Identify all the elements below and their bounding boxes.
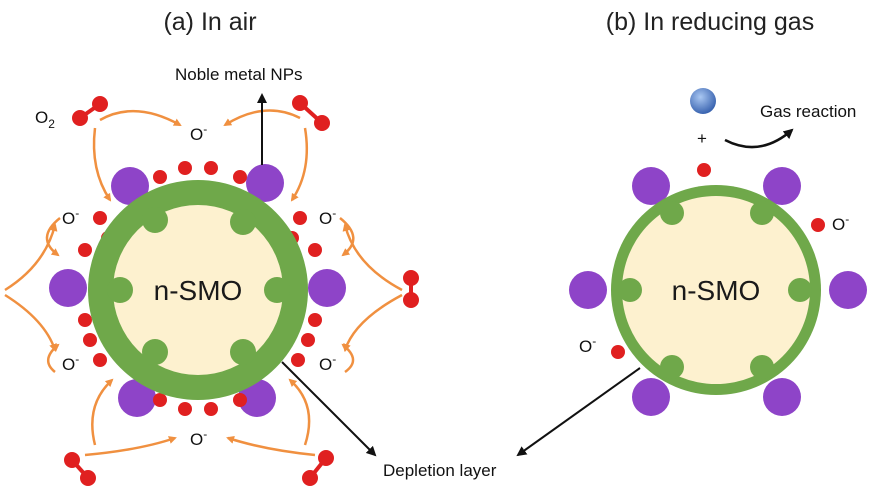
panel-b-title: (b) In reducing gas <box>606 8 814 36</box>
oxygen-ion-label-b: O- <box>832 212 849 234</box>
noble-metal-label: Noble metal NPs <box>175 65 303 84</box>
o2-molecules: O2 <box>35 95 419 486</box>
o2-label: O2 <box>35 108 55 131</box>
oxygen-ion-label-b: O- <box>579 334 596 356</box>
semiconductor-core-b <box>622 196 810 384</box>
depletion-annotation: Depletion layer <box>281 361 641 480</box>
gas-molecule <box>690 88 716 114</box>
noble-metal-particle <box>111 167 149 205</box>
svg-text:O-: O- <box>62 206 79 228</box>
gas-reaction: + Gas reaction <box>690 88 856 149</box>
noble-metal-annotation: Noble metal NPs <box>175 65 303 165</box>
svg-text:O-: O- <box>190 122 207 144</box>
oxygen-ion-labels: O- O- O- O- O- O- <box>62 122 336 449</box>
depletion-layer-label: Depletion layer <box>383 461 497 480</box>
panel-a-title: (a) In air <box>163 8 256 36</box>
panel-b: (b) In reducing gas + Gas reaction n-SMO <box>569 8 867 416</box>
sphere-a: n-SMO <box>88 180 308 400</box>
semiconductor-core <box>113 205 283 375</box>
noble-metal-particle <box>238 379 276 417</box>
svg-text:O-: O- <box>62 352 79 374</box>
remaining-oxygen-ions <box>611 163 825 359</box>
gas-reaction-label: Gas reaction <box>760 102 856 121</box>
noble-metal-particle <box>118 379 156 417</box>
noble-metal-particle <box>246 164 284 202</box>
svg-text:O-: O- <box>319 206 336 228</box>
svg-text:O-: O- <box>319 352 336 374</box>
core-label-b: n-SMO <box>672 275 761 306</box>
sphere-b: n-SMO <box>611 185 821 395</box>
panel-a: (a) In air <box>4 8 419 486</box>
noble-metal-particles <box>49 164 346 417</box>
noble-metal-particle <box>49 269 87 307</box>
oxygen-flow-arrows <box>4 109 403 457</box>
svg-text:O-: O- <box>190 427 207 449</box>
noble-metal-particles-b <box>569 167 867 416</box>
noble-metal-particle <box>308 269 346 307</box>
core-label-a: n-SMO <box>154 275 243 306</box>
plus-sign: + <box>697 129 707 148</box>
